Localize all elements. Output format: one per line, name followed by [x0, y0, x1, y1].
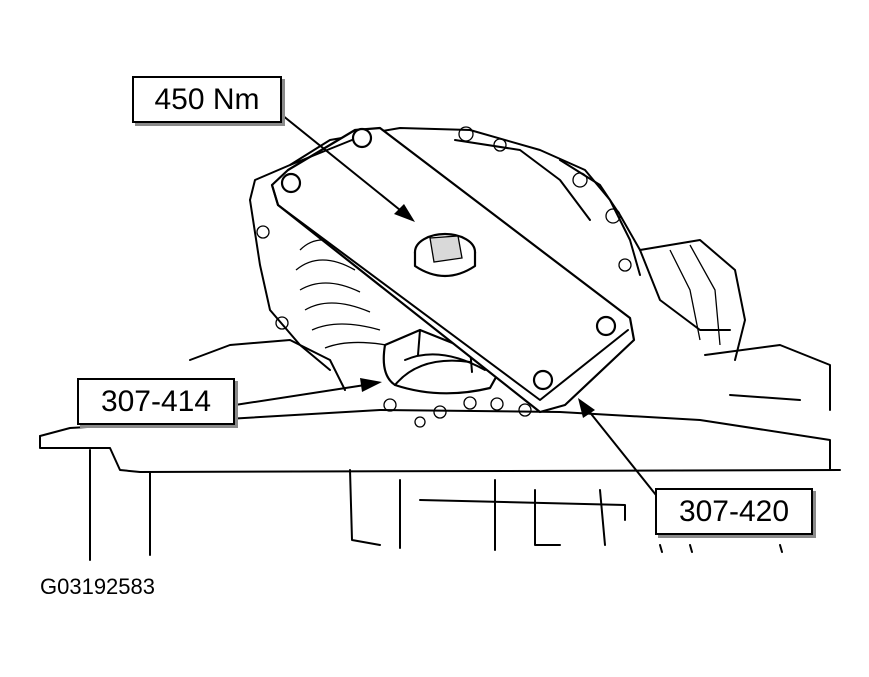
tool-307-414-label: 307-414 — [77, 378, 235, 425]
leader-lines — [234, 114, 661, 501]
tool-307-420-plate — [270, 126, 636, 414]
transmission-case — [39, 339, 841, 561]
tool-307-414-shape — [382, 328, 502, 395]
tool-307-414-label-text: 307-414 — [100, 384, 212, 418]
figure-id: G03192583 — [40, 574, 155, 599]
torque-label-text: 450 Nm — [154, 82, 260, 116]
tool-307-420-label-text: 307-420 — [678, 494, 790, 528]
bell-housing — [249, 126, 746, 371]
tool-307-420-label: 307-420 — [655, 488, 813, 535]
torque-label: 450 Nm — [132, 76, 282, 123]
